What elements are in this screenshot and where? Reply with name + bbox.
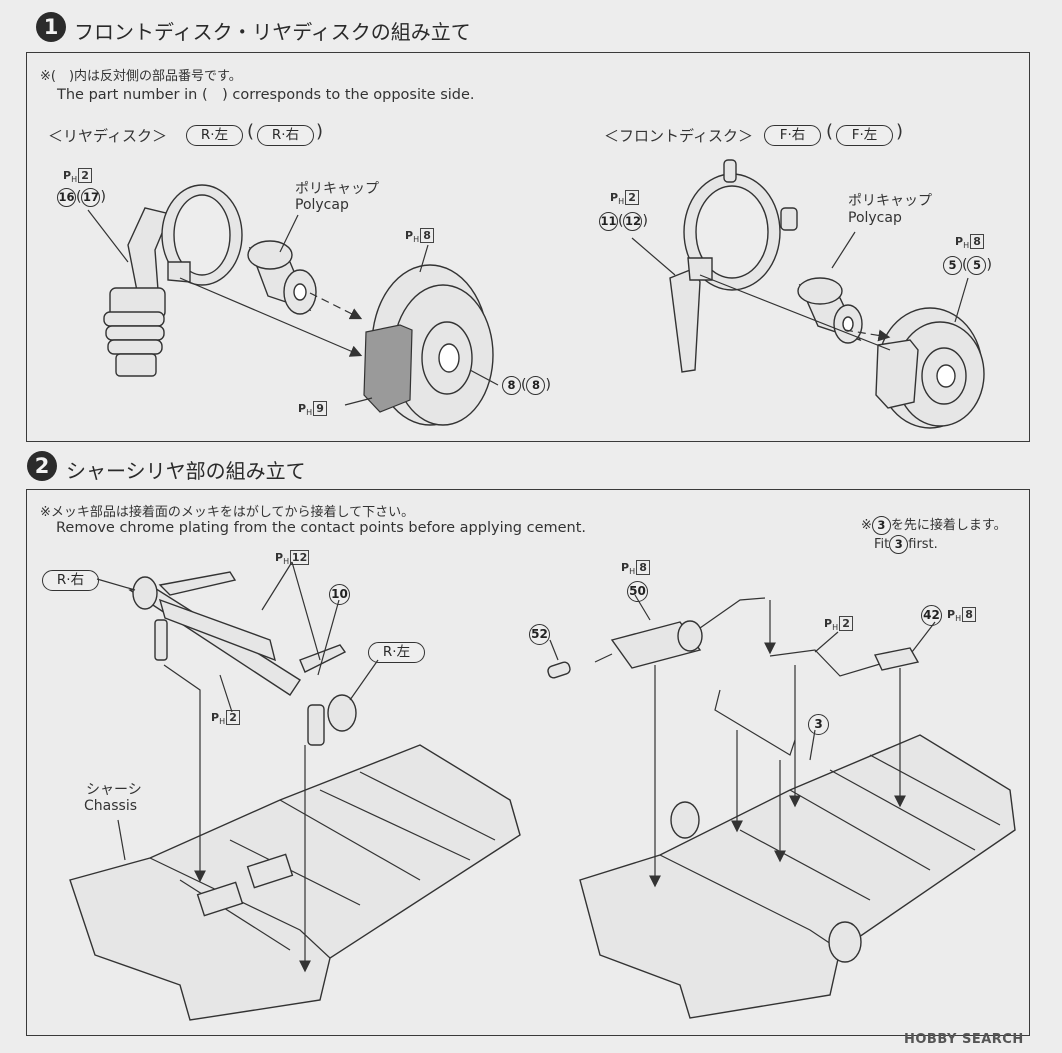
rear-side-opp-paren-close: ) — [316, 121, 324, 142]
rear-side-opp-label: R·右 — [257, 125, 314, 146]
part-42-marker: 42 — [921, 605, 942, 626]
rear-caliper — [363, 324, 413, 413]
rear-side-opp-paren-open: ( — [247, 121, 255, 142]
rear-disc-heading: ＜リヤディスク＞ — [48, 127, 167, 145]
front-disc-heading: ＜フロントディスク＞ — [604, 127, 753, 145]
step-1-note-jp: ※( )内は反対側の部品番号です。 — [40, 69, 242, 84]
front-knuckle — [669, 159, 798, 373]
part-3-marker: 3 — [808, 714, 829, 735]
front-disc — [875, 307, 985, 429]
rear-polycap-en: Polycap — [295, 197, 349, 213]
part-10-label: 10 — [329, 583, 350, 605]
rear-upright-arm — [103, 184, 243, 377]
chassis-label-jp: シャーシ — [86, 782, 142, 798]
part-52-marker: 52 — [529, 624, 550, 645]
rear-polycap — [247, 240, 317, 315]
step-2-side-r-right-label: R·右 — [42, 570, 99, 591]
hobby-search-watermark: HOBBY SEARCH — [904, 1032, 1024, 1047]
chassis-label-en: Chassis — [84, 798, 137, 814]
front-arm-part-numbers: 11(12) — [599, 212, 648, 231]
part-8-marker: 8 — [502, 376, 521, 395]
front-side-opp-label: F·左 — [836, 125, 893, 146]
rear-arm-part-numbers: 16(17) — [57, 188, 106, 207]
part-42-label: 42 — [921, 604, 942, 626]
left-rear-suspension — [128, 571, 357, 746]
step-1-panel — [26, 52, 1030, 442]
rear-disc-part-numbers: 8(8) — [502, 376, 551, 395]
part-5-marker: 5 — [943, 256, 962, 275]
step-1-number-badge: 1 — [36, 12, 66, 42]
part-16-marker: 16 — [57, 188, 76, 207]
front-polycap-en: Polycap — [848, 210, 902, 226]
rear-polycap-jp: ポリキャップ — [295, 181, 379, 197]
part-50-label: 50 — [627, 580, 648, 602]
part-3-label: 3 — [808, 713, 829, 735]
step-2-title: シャーシリヤ部の組み立て — [66, 459, 306, 483]
step-1-note-en: The part number in ( ) corresponds to th… — [57, 87, 475, 103]
step-2-side-r-left-label: R·左 — [368, 642, 425, 663]
part-52-label: 52 — [529, 623, 550, 645]
part-3-first-marker: 3 — [871, 516, 891, 535]
part-12-marker: 12 — [623, 212, 643, 231]
front-side-main-label: F·右 — [764, 125, 821, 146]
left-chassis — [69, 744, 521, 1021]
part-11-marker: 11 — [599, 212, 618, 231]
front-polycap-jp: ポリキャップ — [848, 193, 932, 209]
front-side-opp-paren-open: ( — [826, 121, 834, 142]
part-5-opp-marker: 5 — [967, 256, 987, 275]
right-exhaust — [547, 597, 920, 756]
part-50-marker: 50 — [627, 581, 648, 602]
front-side-opp-paren-close: ) — [896, 121, 904, 142]
step-2-note-jp: ※メッキ部品は接着面のメッキをはがしてから接着して下さい。 — [40, 505, 415, 520]
step-2-number-badge: 2 — [27, 451, 57, 481]
part-8-opp-marker: 8 — [526, 376, 546, 395]
part-17-marker: 17 — [81, 188, 101, 207]
right-chassis — [579, 734, 1016, 1019]
part-10-marker: 10 — [329, 584, 350, 605]
front-disc-part-numbers: 5(5) — [943, 256, 992, 275]
rear-side-main-label: R·左 — [186, 125, 243, 146]
step-1-title: フロントディスク・リヤディスクの組み立て — [74, 20, 471, 44]
step-2-note-en: Remove chrome plating from the contact p… — [56, 520, 587, 536]
part-3-first-en-marker: 3 — [889, 535, 909, 554]
